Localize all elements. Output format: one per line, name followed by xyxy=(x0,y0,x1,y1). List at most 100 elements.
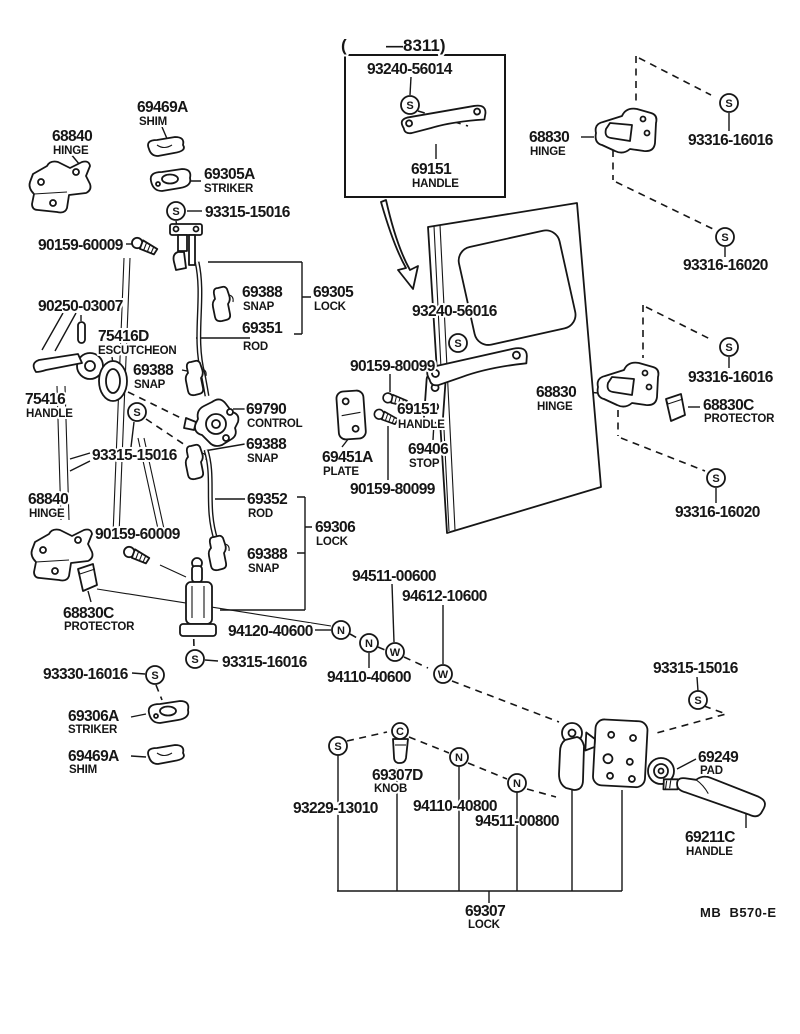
label-escutcheon-caption: ESCUTCHEON xyxy=(98,345,177,357)
w-marker: W xyxy=(433,664,453,684)
label-bolt-mid-right-upper: 93316-16016 xyxy=(688,369,774,386)
label-hinge-mid-right-caption: HINGE xyxy=(537,401,573,413)
label-lock-lower: 69306 xyxy=(315,519,356,536)
label-protector-left: 68830C xyxy=(63,605,114,622)
label-screw-striker: 93330-16016 xyxy=(43,666,129,683)
label-nut-bottom: 94110-40800 xyxy=(413,798,497,815)
svg-text:N: N xyxy=(455,752,463,764)
protector-part-right xyxy=(665,393,686,422)
inset-box xyxy=(344,54,506,198)
label-snap-upper: 69388 xyxy=(242,284,283,301)
svg-text:N: N xyxy=(513,778,521,790)
svg-text:N: N xyxy=(337,625,345,637)
outer-handle-part xyxy=(662,775,766,818)
snap-part-lower xyxy=(207,534,231,572)
label-snap-mid: 69388 xyxy=(246,436,287,453)
label-hinge-top-left: 68840 xyxy=(52,128,92,145)
label-lock-bottom: 69307 xyxy=(465,903,505,920)
n-marker: N xyxy=(449,747,469,767)
label-washer-bottom: 94511-00800 xyxy=(475,813,559,830)
s-marker-letter: S xyxy=(172,206,179,218)
label-shim-top-caption: SHIM xyxy=(139,116,167,128)
shim-part-top xyxy=(147,136,185,157)
label-hinge-lower-left: 68840 xyxy=(28,491,68,508)
svg-text:S: S xyxy=(712,473,719,485)
s-marker: S xyxy=(185,649,205,669)
part-drawings xyxy=(28,54,766,818)
door-panel xyxy=(427,202,602,534)
label-protector-left-caption: PROTECTOR xyxy=(64,621,135,633)
shim-part-lower xyxy=(147,744,185,765)
label-pin: 90250-03007 xyxy=(38,298,123,315)
label-pad-caption: PAD xyxy=(700,765,723,777)
label-snap-lower: 69388 xyxy=(247,546,288,563)
escutcheon-part xyxy=(98,360,128,402)
door-handle-part xyxy=(426,347,528,387)
label-stop-caption: STOP xyxy=(409,458,440,470)
label-lock-lower-caption: LOCK xyxy=(316,536,349,548)
label-lock-bottom-caption: LOCK xyxy=(468,919,501,931)
label-snap-mid-caption: SNAP xyxy=(247,453,279,465)
label-knob: 69307D xyxy=(372,767,423,784)
label-screw-knob: 93229-13010 xyxy=(293,800,378,817)
label-shim-lower-caption: SHIM xyxy=(69,764,97,776)
label-hinge-top-right-caption: HINGE xyxy=(530,146,566,158)
protector-part-left xyxy=(77,563,98,592)
page-code: MB B570-E xyxy=(700,905,777,920)
dashed-lines xyxy=(127,56,729,798)
svg-text:S: S xyxy=(334,741,341,753)
label-pad: 69249 xyxy=(698,749,739,766)
s-marker: S xyxy=(719,93,739,113)
label-door-bolt-lower: 90159-80099 xyxy=(350,481,436,498)
control-part xyxy=(183,398,240,447)
label-inner-handle: 75416 xyxy=(25,391,66,408)
part-labels: 69469A SHIM 68840 HINGE 69305A STRIKER 9… xyxy=(23,34,778,933)
snap-part-mid xyxy=(184,443,208,481)
s-marker: S xyxy=(328,736,348,756)
n-marker: N xyxy=(359,633,379,653)
label-bolt-mid-right-lower: 93316-16020 xyxy=(675,504,760,521)
svg-text:C: C xyxy=(396,726,404,738)
label-screw-mid: 93315-15016 xyxy=(92,447,178,464)
lock-part-upper xyxy=(169,223,203,271)
bolt-part-lower xyxy=(372,407,400,426)
label-snap-escutcheon: 69388 xyxy=(133,362,174,379)
label-rod-upper: 69351 xyxy=(242,320,283,337)
c-marker: C xyxy=(391,722,409,740)
label-bolt-top-right-lower: 93316-16020 xyxy=(683,257,768,274)
label-hinge-top-left-caption: HINGE xyxy=(53,145,89,157)
inset-range-open: ( xyxy=(341,36,347,55)
s-marker: S xyxy=(706,468,726,488)
label-hinge-mid-right: 68830 xyxy=(536,384,576,401)
label-control: 69790 xyxy=(246,401,286,418)
label-inset-screw: 93240-56014 xyxy=(367,61,453,78)
stop-part xyxy=(423,373,447,424)
label-inset-handle: 69151 xyxy=(411,161,452,178)
label-inner-handle-caption: HANDLE xyxy=(26,408,73,420)
s-marker: S xyxy=(719,337,739,357)
label-striker-top: 69305A xyxy=(204,166,255,183)
svg-text:S: S xyxy=(694,695,701,707)
s-marker: S xyxy=(448,333,468,353)
n-marker: N xyxy=(331,620,351,640)
label-plate-caption: PLATE xyxy=(323,466,359,478)
lock-plate-part xyxy=(584,718,649,789)
label-plate: 69451A xyxy=(322,449,373,466)
svg-text:S: S xyxy=(406,100,413,112)
pointer-arrow xyxy=(380,199,419,290)
plate-part xyxy=(335,389,367,441)
label-rod-lower-caption: ROD xyxy=(248,508,273,520)
hinge-part-top-right xyxy=(594,107,658,154)
svg-text:S: S xyxy=(725,98,732,110)
label-rod-lower: 69352 xyxy=(247,491,287,508)
label-lock-upper: 69305 xyxy=(313,284,354,301)
link-part xyxy=(558,722,585,791)
label-snap-escutcheon-caption: SNAP xyxy=(134,379,166,391)
w-marker: W xyxy=(385,642,405,662)
knob-part xyxy=(392,738,409,764)
label-screw-bottom-left: 93315-16016 xyxy=(222,654,308,671)
label-inset-handle-caption: HANDLE xyxy=(412,178,459,190)
svg-text:N: N xyxy=(365,638,373,650)
s-marker: S xyxy=(400,95,420,115)
